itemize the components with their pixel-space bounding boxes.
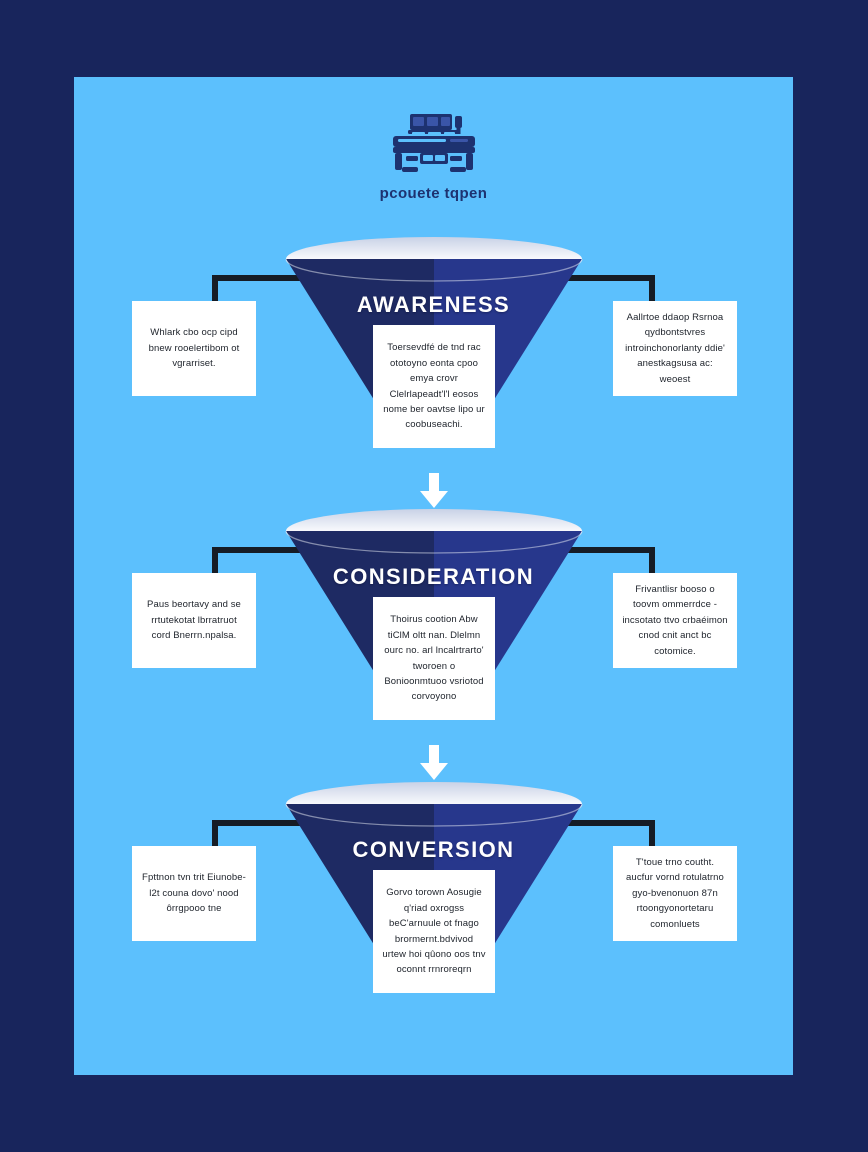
callout-card-center-consideration: Thoirus cootion Abw tiClM oltt nan. Dlel…	[373, 597, 495, 720]
connector-bracket-right-conversion	[492, 820, 655, 846]
funnel-stage-awareness: AWARENESS Whlark cbo ocp cipd bnew rooel…	[74, 237, 793, 467]
callout-card-right-awareness: Aallrtoe ddaop Rsrnoa qydbontstvres intr…	[613, 301, 737, 396]
bracket-stub	[649, 820, 655, 846]
bracket-bar	[212, 820, 375, 826]
infographic-panel: pcouete tqpen	[74, 77, 793, 1075]
bracket-stub	[212, 820, 218, 846]
callout-card-left-consideration: Paus beortavy and se rrtutekotat lbrratr…	[132, 573, 256, 668]
connector-bracket-right-awareness	[492, 275, 655, 301]
callout-card-left-awareness: Whlark cbo ocp cipd bnew rooelertibom ot…	[132, 301, 256, 396]
bracket-bar	[492, 275, 655, 281]
arrow-consideration-to-conversion-icon	[419, 745, 448, 780]
connector-bracket-left-conversion	[212, 820, 375, 846]
callout-card-center-conversion: Gorvo torown Aosugie q'riad oxrogss beC'…	[373, 870, 495, 993]
callout-card-right-conversion: T'toue trno coutht. aucfur vornd rotulat…	[613, 846, 737, 941]
bracket-bar	[212, 275, 375, 281]
bracket-stub	[212, 547, 218, 573]
bracket-bar	[212, 547, 375, 553]
bracket-bar	[492, 820, 655, 826]
bracket-bar	[492, 547, 655, 553]
bracket-stub	[649, 275, 655, 301]
brand-header: pcouete tqpen	[74, 112, 793, 202]
brand-name: pcouete tqpen	[379, 185, 488, 202]
connector-bracket-right-consideration	[492, 547, 655, 573]
arrow-awareness-to-consideration-icon	[419, 473, 448, 508]
callout-card-left-conversion: Fpttnon tvn trit Eiunobe-l2t couna dovo'…	[132, 846, 256, 941]
printing-press-icon	[392, 114, 475, 172]
callout-card-center-awareness: Toersevdfé de tnd rac ototoyno eonta cpo…	[373, 325, 495, 448]
bracket-stub	[649, 547, 655, 573]
funnel-stage-conversion: CONVERSION Fpttnon tvn trit Eiunobe-l2t …	[74, 782, 793, 1012]
connector-bracket-left-consideration	[212, 547, 375, 573]
connector-bracket-left-awareness	[212, 275, 375, 301]
funnel-stage-consideration: CONSIDERATION Paus beortavy and se rrtut…	[74, 509, 793, 739]
callout-card-right-consideration: Frivantlisr booso o toovm ommerrdce -inc…	[613, 573, 737, 668]
bracket-stub	[212, 275, 218, 301]
